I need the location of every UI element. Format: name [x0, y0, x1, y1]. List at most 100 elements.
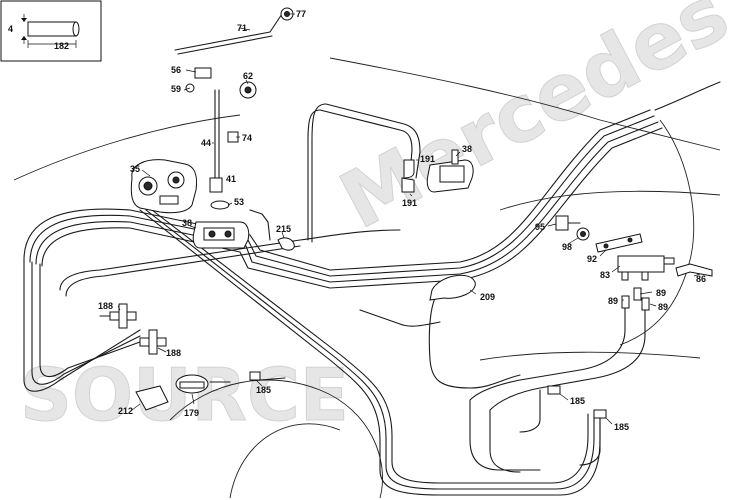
part-86-link — [675, 263, 713, 277]
inset-hose-segment — [27, 21, 77, 37]
callout-209: 209 — [480, 292, 495, 302]
part-38-valve-upper — [426, 149, 474, 193]
callout-77: 77 — [296, 9, 306, 19]
part-185-connector-right — [593, 409, 607, 419]
part-62-center — [244, 86, 252, 94]
tube-loop-3 — [35, 121, 659, 283]
part-179-check-valve — [175, 374, 209, 394]
tube-left-down-3 — [39, 263, 141, 378]
callout-185-right: 185 — [614, 422, 629, 432]
callout-38-upper: 38 — [462, 144, 472, 154]
callout-89-b: 89 — [656, 288, 666, 298]
tube-diagonal-1 — [139, 209, 601, 496]
tube-right-lower-1 — [469, 304, 626, 471]
tube-cross-2 — [65, 245, 301, 297]
part-74-clip — [227, 131, 239, 143]
tube-mid-loop — [428, 289, 471, 389]
tube-loop-2 — [29, 115, 655, 277]
part-89-connector-c — [641, 297, 650, 311]
body-line-door — [499, 190, 721, 211]
part-89-connector-a — [621, 295, 630, 309]
callout-188-upper: 188 — [98, 301, 113, 311]
part-35-control-unit — [130, 159, 198, 214]
tube-loop-1 — [23, 109, 651, 271]
part-185-connector-mid — [547, 385, 561, 395]
tube-to-209 — [359, 309, 441, 327]
part-185-connector-left — [249, 371, 261, 381]
watermark: Mercedes SOURCE — [20, 0, 740, 438]
callout-53: 53 — [234, 197, 244, 207]
part-56-bracket — [194, 67, 212, 79]
tube-left-down-1 — [23, 259, 141, 392]
callout-92: 92 — [587, 254, 597, 264]
callout-179: 179 — [184, 408, 199, 418]
callout-98: 98 — [562, 242, 572, 252]
dimension-inset: 4 182 — [0, 0, 102, 62]
part-77-hole — [284, 11, 290, 17]
watermark-line2: SOURCE — [20, 353, 349, 437]
callout-62: 62 — [243, 71, 253, 81]
inset-hose-end — [72, 21, 80, 37]
tube-left-down-2 — [31, 261, 141, 385]
part-41-connector — [209, 177, 223, 193]
tube-upper-right — [654, 81, 721, 111]
body-line-fender — [619, 119, 695, 346]
body-line-hood — [13, 114, 241, 181]
callout-83: 83 — [600, 270, 610, 280]
inset-height-label: 4 — [8, 24, 13, 34]
callout-86: 86 — [696, 274, 706, 284]
part-83-distributor — [617, 255, 675, 281]
callout-191-upper: 191 — [420, 154, 435, 164]
inset-arrowhead-top — [21, 18, 27, 22]
inset-length-label: 182 — [54, 41, 69, 51]
part-98-washer-hole — [580, 231, 586, 237]
body-line-wheel-inner — [229, 423, 341, 499]
callout-191-lower: 191 — [402, 198, 417, 208]
tube-riser-1 — [307, 109, 321, 241]
callout-56: 56 — [171, 65, 181, 75]
callout-leaders — [117, 13, 701, 425]
tube-185-branch-b — [579, 419, 601, 466]
tube-riser-2 — [311, 103, 327, 243]
callout-71: 71 — [237, 23, 247, 33]
callout-41: 41 — [226, 174, 236, 184]
body-line-roof — [329, 57, 721, 151]
callout-89-c: 89 — [658, 302, 668, 312]
part-212-clamp — [135, 385, 169, 411]
components — [109, 7, 713, 419]
inset-arrowhead-bottom — [21, 36, 27, 40]
tube-185-left — [259, 377, 286, 381]
rod-71 — [174, 13, 283, 51]
callout-89-a: 89 — [608, 296, 618, 306]
part-188-tee-lower — [139, 329, 167, 355]
tube-to-191-b — [325, 103, 421, 179]
part-53-ring — [210, 200, 230, 210]
callout-188-lower: 188 — [166, 348, 181, 358]
part-89-connector-b — [633, 287, 642, 301]
linkage-rods — [174, 13, 283, 181]
part-188-tee-upper — [109, 303, 137, 329]
tube-185-branch-a — [519, 389, 541, 433]
tube-diagonal-2 — [145, 209, 595, 490]
part-191-elbow-lower — [401, 177, 415, 193]
body-line-sill — [479, 351, 701, 361]
part-191-elbow-upper — [403, 159, 415, 179]
callout-59: 59 — [171, 84, 181, 94]
callout-38-lower: 38 — [182, 218, 192, 228]
callout-74: 74 — [242, 133, 252, 143]
callout-212: 212 — [118, 406, 133, 416]
callout-44: 44 — [201, 138, 211, 148]
tube-mid-tail — [469, 374, 521, 389]
callout-95: 95 — [535, 222, 545, 232]
vacuum-tube-bundle — [23, 81, 721, 496]
vehicle-body-outline — [13, 57, 721, 499]
callout-185-mid: 185 — [570, 396, 585, 406]
tube-to-191 — [319, 109, 413, 176]
part-92-bracket — [595, 233, 643, 253]
tube-38-feed — [249, 209, 271, 241]
callout-labels: 71 77 56 59 62 44 74 35 41 53 38 215 191… — [98, 9, 706, 432]
callout-215: 215 — [276, 224, 291, 234]
part-38-valve-lower — [192, 221, 250, 249]
